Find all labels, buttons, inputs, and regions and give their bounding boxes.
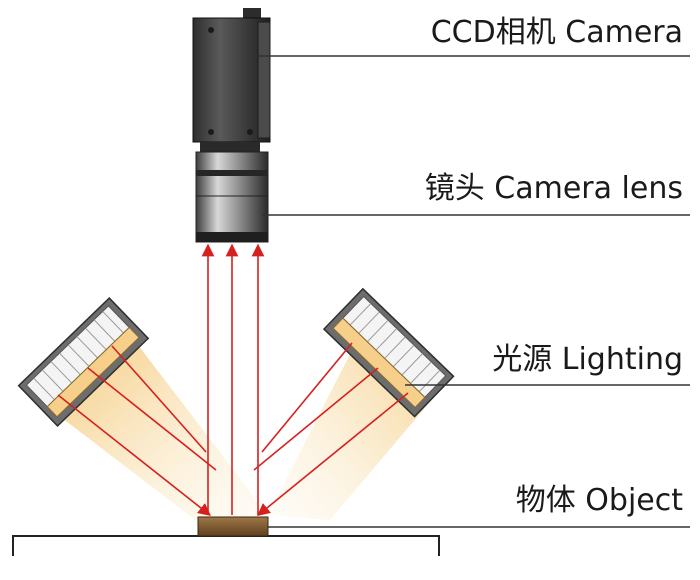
lens-label: 镜头 Camera lens xyxy=(425,171,683,206)
object-sample xyxy=(197,516,269,537)
leader-lines xyxy=(258,55,690,528)
reflected-rays xyxy=(201,243,265,515)
object-label: 物体 Object xyxy=(516,483,683,518)
stage-table xyxy=(12,535,440,556)
lighting-label: 光源 Lighting xyxy=(492,342,683,377)
camera-lens xyxy=(195,151,269,243)
ccd-camera xyxy=(192,8,271,152)
camera-label: CCD相机 Camera xyxy=(431,15,683,50)
incident-rays xyxy=(57,342,409,517)
